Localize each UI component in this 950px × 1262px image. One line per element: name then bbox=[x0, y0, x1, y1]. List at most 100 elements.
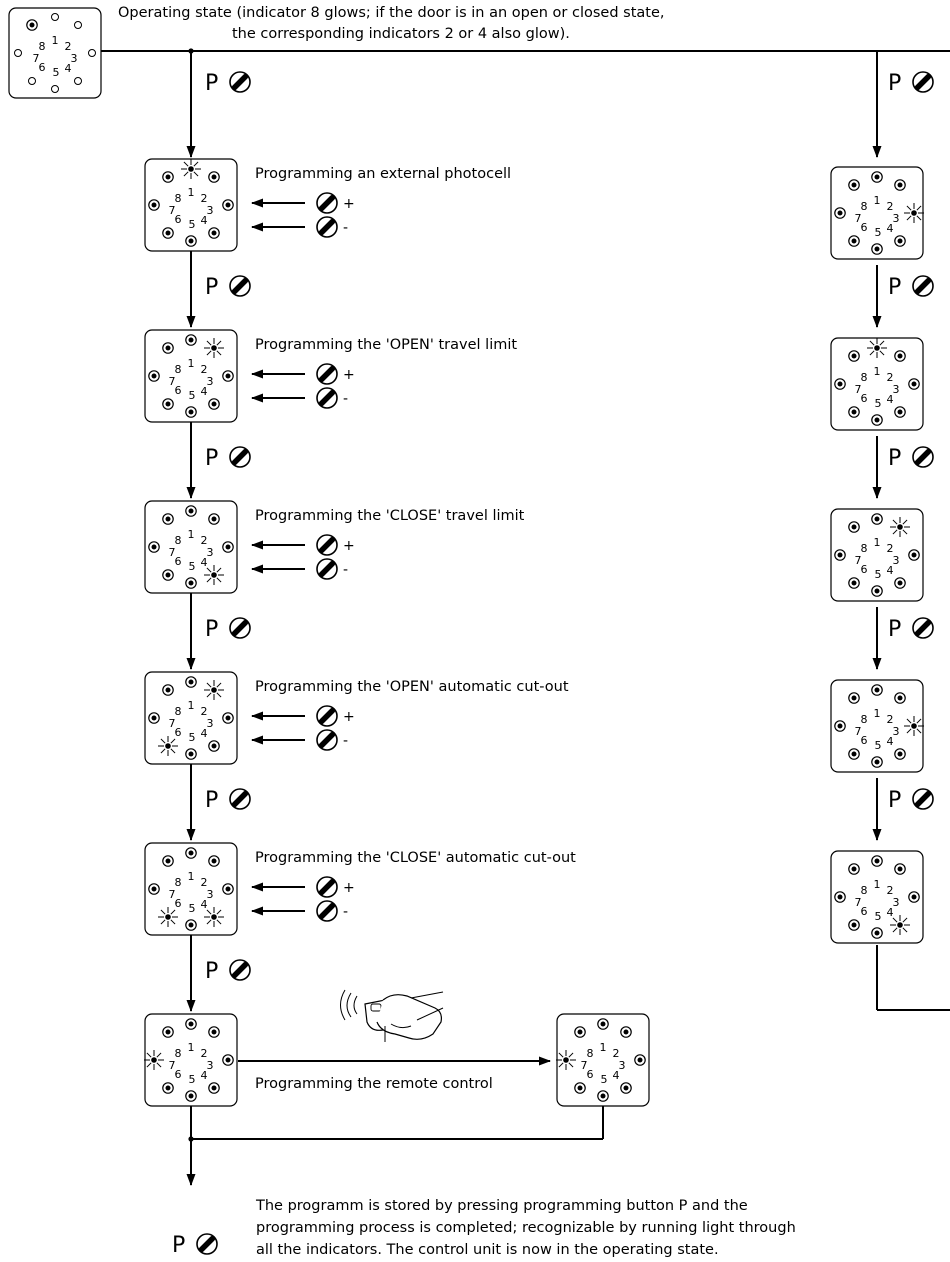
indicator-number-6: 6 bbox=[861, 734, 868, 747]
step-minus-sign: - bbox=[343, 904, 348, 920]
indicator-number-2: 2 bbox=[887, 713, 894, 726]
led-indicator-icon bbox=[222, 1054, 234, 1066]
led-indicator-icon bbox=[222, 199, 234, 211]
led-indicator-icon bbox=[848, 692, 860, 704]
led-indicator-icon bbox=[148, 883, 160, 895]
led-indicator-icon bbox=[208, 398, 220, 410]
led-indicator-icon bbox=[14, 49, 22, 57]
flashing-led-icon bbox=[556, 1050, 576, 1070]
flashing-led-icon bbox=[890, 517, 910, 537]
indicator-number-2: 2 bbox=[201, 876, 208, 889]
indicator-number-4: 4 bbox=[201, 385, 208, 398]
operating-state-text-line-2: the corresponding indicators 2 or 4 also… bbox=[232, 26, 570, 42]
indicator-number-8: 8 bbox=[175, 192, 182, 205]
led-indicator-icon bbox=[597, 1018, 609, 1030]
indicator-number-3: 3 bbox=[207, 717, 214, 730]
indicator-number-6: 6 bbox=[175, 1068, 182, 1081]
indicator-number-7: 7 bbox=[855, 725, 862, 738]
programming-button-icon bbox=[196, 1233, 218, 1255]
flashing-led-icon bbox=[144, 1050, 164, 1070]
indicator-number-8: 8 bbox=[861, 713, 868, 726]
step-plus-sign: + bbox=[343, 538, 355, 554]
led-indicator-icon bbox=[894, 179, 906, 191]
programming-button-icon bbox=[912, 617, 934, 639]
led-indicator-icon bbox=[185, 1018, 197, 1030]
indicator-number-7: 7 bbox=[169, 1059, 176, 1072]
led-indicator-icon bbox=[848, 863, 860, 875]
led-indicator-icon bbox=[148, 541, 160, 553]
led-indicator-icon bbox=[871, 513, 883, 525]
led-indicator-icon bbox=[908, 891, 920, 903]
programming-button-icon bbox=[316, 192, 338, 214]
led-indicator-icon bbox=[185, 334, 197, 346]
led-indicator-icon bbox=[51, 85, 59, 93]
svg-text:P: P bbox=[888, 446, 901, 471]
indicator-number-3: 3 bbox=[207, 1059, 214, 1072]
led-indicator-icon bbox=[634, 1054, 646, 1066]
indicator-number-4: 4 bbox=[201, 898, 208, 911]
led-indicator-icon bbox=[74, 77, 82, 85]
led-indicator-icon bbox=[848, 919, 860, 931]
indicator-number-7: 7 bbox=[169, 888, 176, 901]
indicator-number-8: 8 bbox=[587, 1047, 594, 1060]
indicator-number-4: 4 bbox=[201, 1069, 208, 1082]
led-indicator-icon bbox=[834, 891, 846, 903]
indicator-number-3: 3 bbox=[71, 52, 78, 65]
indicator-number-3: 3 bbox=[893, 383, 900, 396]
led-indicator-icon bbox=[208, 1026, 220, 1038]
programming-button-icon bbox=[316, 876, 338, 898]
flashing-led-icon bbox=[181, 159, 201, 179]
indicator-number-6: 6 bbox=[861, 563, 868, 576]
right-p-step: P bbox=[888, 617, 934, 642]
indicator-number-7: 7 bbox=[855, 896, 862, 909]
led-indicator-icon bbox=[871, 756, 883, 768]
indicator-number-1: 1 bbox=[874, 707, 881, 720]
led-indicator-icon bbox=[574, 1082, 586, 1094]
indicator-number-1: 1 bbox=[188, 870, 195, 883]
flashing-led-icon bbox=[867, 338, 887, 358]
led-indicator-icon bbox=[222, 370, 234, 382]
programming-button-icon bbox=[229, 275, 251, 297]
programming-button-icon bbox=[316, 363, 338, 385]
programming-button-icon bbox=[912, 446, 934, 468]
led-indicator-icon bbox=[185, 919, 197, 931]
left-p-step: P bbox=[205, 71, 251, 96]
indicator-number-8: 8 bbox=[39, 40, 46, 53]
led-indicator-icon bbox=[162, 1082, 174, 1094]
indicator-number-6: 6 bbox=[175, 213, 182, 226]
led-indicator-icon bbox=[620, 1026, 632, 1038]
led-indicator-icon bbox=[26, 19, 38, 31]
indicator-number-3: 3 bbox=[619, 1059, 626, 1072]
indicator-number-3: 3 bbox=[893, 896, 900, 909]
led-indicator-icon bbox=[208, 171, 220, 183]
left-p-step: P bbox=[205, 617, 251, 642]
indicator-number-1: 1 bbox=[52, 34, 59, 47]
led-indicator-icon bbox=[185, 235, 197, 247]
programming-button-icon bbox=[316, 534, 338, 556]
indicator-number-6: 6 bbox=[39, 61, 46, 74]
indicator-number-7: 7 bbox=[855, 554, 862, 567]
step-row: Programming an external photocell+- bbox=[251, 166, 511, 238]
indicator-number-4: 4 bbox=[887, 393, 894, 406]
led-indicator-icon bbox=[185, 1090, 197, 1102]
led-indicator-icon bbox=[185, 577, 197, 589]
indicator-number-2: 2 bbox=[201, 363, 208, 376]
indicator-number-4: 4 bbox=[887, 564, 894, 577]
led-indicator-icon bbox=[148, 199, 160, 211]
led-indicator-icon bbox=[848, 577, 860, 589]
indicator-number-1: 1 bbox=[188, 186, 195, 199]
led-indicator-icon bbox=[162, 1026, 174, 1038]
indicator-number-4: 4 bbox=[201, 556, 208, 569]
svg-text:P: P bbox=[205, 446, 218, 471]
indicator-number-2: 2 bbox=[201, 192, 208, 205]
step-label: Programming the 'CLOSE' travel limit bbox=[255, 508, 525, 524]
flashing-led-icon bbox=[204, 680, 224, 700]
flashing-led-icon bbox=[204, 338, 224, 358]
indicator-number-5: 5 bbox=[189, 1073, 196, 1086]
indicator-number-8: 8 bbox=[175, 363, 182, 376]
